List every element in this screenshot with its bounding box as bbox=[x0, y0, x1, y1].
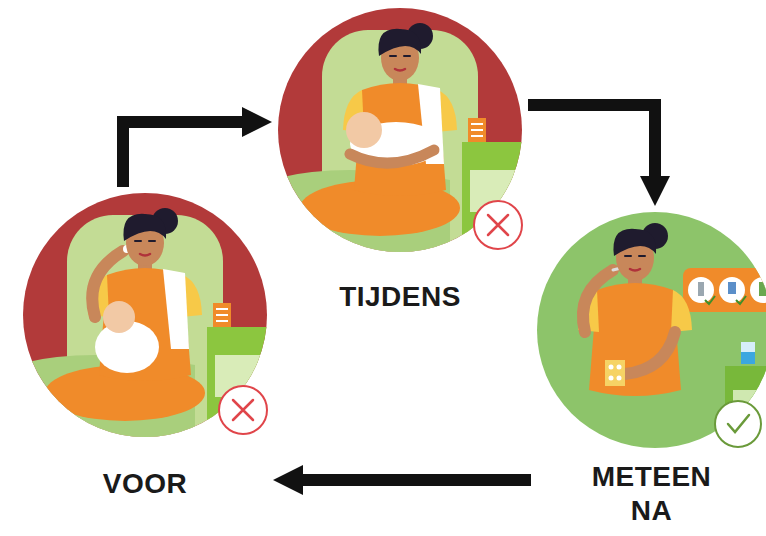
before-scene bbox=[15, 185, 279, 475]
during-scene bbox=[270, 0, 534, 290]
after-scene bbox=[525, 200, 766, 476]
flow-arrow bbox=[528, 105, 655, 182]
no-badge bbox=[219, 386, 267, 434]
step-circle: TIJDENS bbox=[278, 8, 522, 314]
step-label: VOOR bbox=[103, 467, 187, 501]
step-circle: VOOR bbox=[23, 193, 267, 501]
flow-arrow bbox=[123, 122, 248, 187]
yes-badge bbox=[715, 401, 761, 447]
flow-arrow bbox=[297, 474, 531, 486]
step-label: TIJDENS bbox=[339, 280, 461, 314]
step-circle: METEEN NA bbox=[537, 212, 766, 528]
no-badge bbox=[474, 201, 522, 249]
step-label: METEEN NA bbox=[572, 460, 732, 528]
